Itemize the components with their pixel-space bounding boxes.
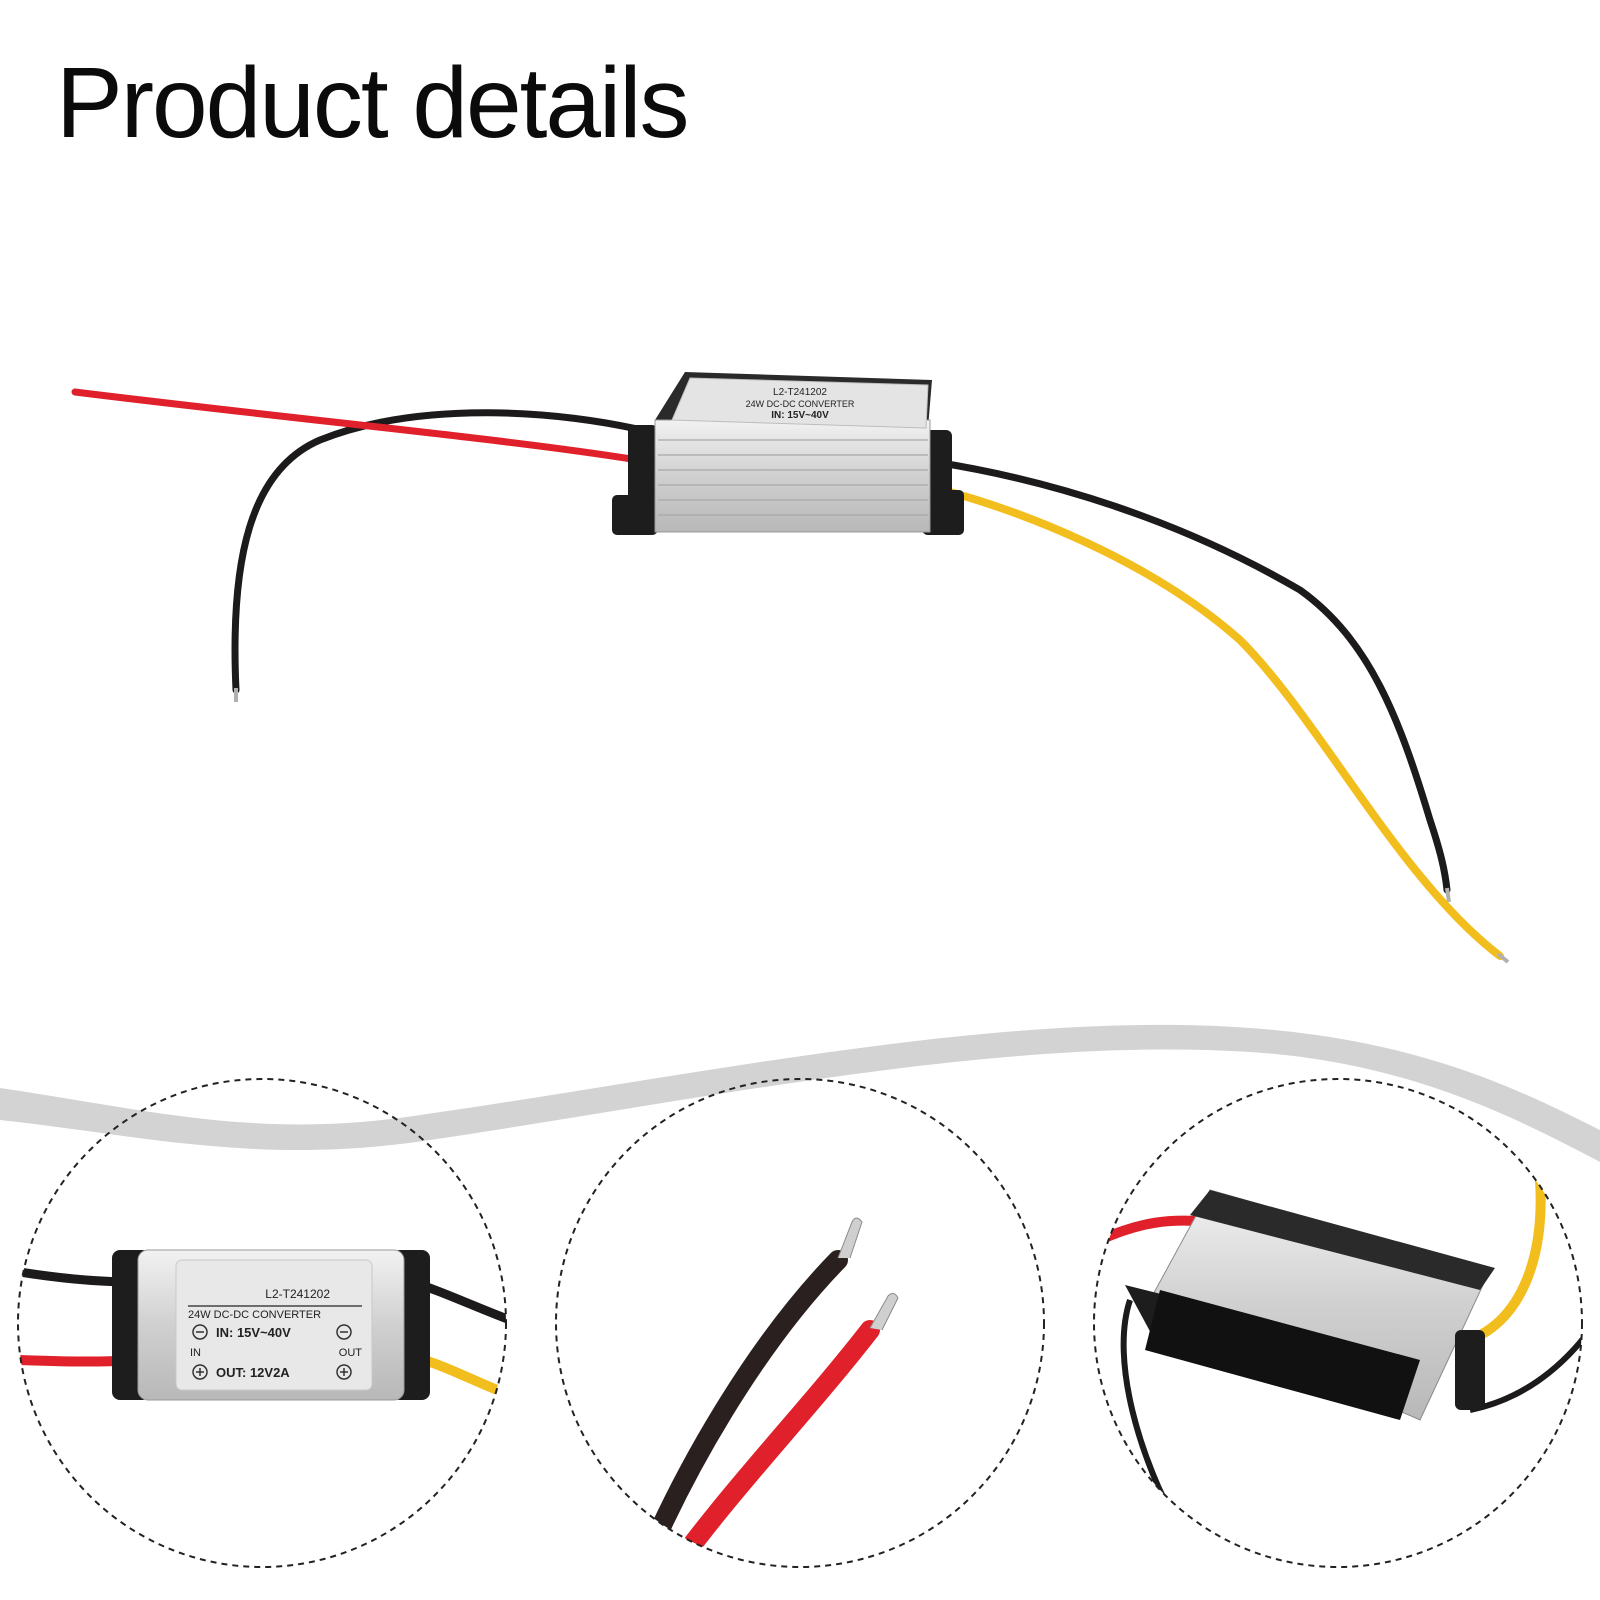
detail-type-text: 24W DC-DC CONVERTER — [188, 1309, 321, 1321]
main-input-text: IN: 15V~40V — [771, 410, 829, 421]
converter-main-image: L2-T241202 24W DC-DC CONVERTER IN: 15V~4… — [71, 372, 1510, 964]
main-type-text: 24W DC-DC CONVERTER — [746, 399, 855, 409]
black-input-wire — [231, 409, 654, 694]
detail-output-text: OUT: 12V2A — [216, 1365, 290, 1380]
detail-label-closeup: L2-T241202 24W DC-DC CONVERTER IN: 15V~4… — [17, 1078, 507, 1568]
main-model-text: L2-T241202 — [773, 387, 827, 398]
detail-model-text: L2-T241202 — [265, 1287, 330, 1301]
minus-circle-icon — [192, 1324, 208, 1340]
yellow-output-wire — [931, 484, 1504, 960]
red-input-wire — [71, 388, 654, 466]
detail-in-tag: IN — [190, 1347, 201, 1359]
detail-wire-ends — [555, 1078, 1045, 1568]
black-output-wire — [931, 458, 1451, 894]
detail-out-tag: OUT — [339, 1347, 363, 1359]
detail-housing-endview — [1093, 1078, 1583, 1568]
plus-circle-icon — [336, 1364, 352, 1380]
minus-circle-icon — [336, 1324, 352, 1340]
detail-input-text: IN: 15V~40V — [216, 1325, 291, 1340]
decorative-swoosh — [0, 1024, 1600, 1162]
page-title: Product details — [56, 47, 689, 159]
plus-circle-icon — [192, 1364, 208, 1380]
